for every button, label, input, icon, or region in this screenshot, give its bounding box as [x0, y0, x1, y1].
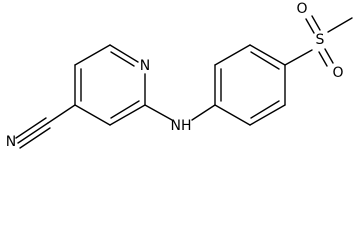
benzene-double-bond-3	[250, 51, 280, 70]
pyridine-nitrogen-label: N	[140, 58, 150, 74]
sulfur-to-methyl-bond	[327, 17, 353, 33]
benzene-bond-2	[214, 44, 251, 66]
benzene-ring	[214, 44, 286, 126]
amine-nitrogen-label: NH	[171, 118, 192, 134]
amine-to-phenyl-bond	[191, 104, 216, 121]
nitrile-triple-bond-2	[15, 117, 47, 139]
benzene-bond-6	[214, 104, 251, 126]
nitrile-triple-bond-1	[17, 122, 49, 144]
nitrile-triple-bond-3	[19, 127, 51, 149]
benzene-bond-3	[249, 44, 286, 66]
oxygen-lower-label: O	[332, 65, 343, 81]
oxygen-upper-label: O	[296, 1, 307, 17]
sulfur-oxygen-lower-bond-2	[324, 48, 334, 64]
pyridine-bond-c2-n1	[109, 44, 139, 63]
sulfur-oxygen-upper-bond-1	[305, 18, 315, 34]
nitrile-nitrogen-label: N	[6, 134, 16, 150]
pyridine-bond-c5-c4	[74, 104, 111, 126]
pyridine-double-bond-c2-n1	[110, 51, 135, 67]
nitrile-to-ring-bond	[47, 104, 76, 124]
benzene-bond-5	[249, 104, 286, 126]
pyridine-bond-c6-c5	[109, 104, 146, 126]
amine-linker	[144, 104, 216, 121]
methylsulfonyl-group	[284, 15, 353, 67]
pyridine-ring	[74, 44, 146, 126]
benzene-double-bond-5	[250, 100, 280, 119]
molecule-structure: N N NH S O O	[6, 1, 353, 150]
nitrile-group	[15, 104, 76, 149]
sulfur-label: S	[316, 32, 325, 48]
sulfur-oxygen-lower-bond-1	[318, 51, 328, 67]
ring-to-amine-bond	[144, 104, 173, 121]
sulfur-oxygen-upper-bond-2	[311, 15, 321, 31]
pyridine-bond-c3-c2	[74, 44, 111, 66]
pyridine-double-bond-c6-c5	[110, 100, 140, 119]
phenyl-to-sulfur-bond	[284, 49, 313, 66]
